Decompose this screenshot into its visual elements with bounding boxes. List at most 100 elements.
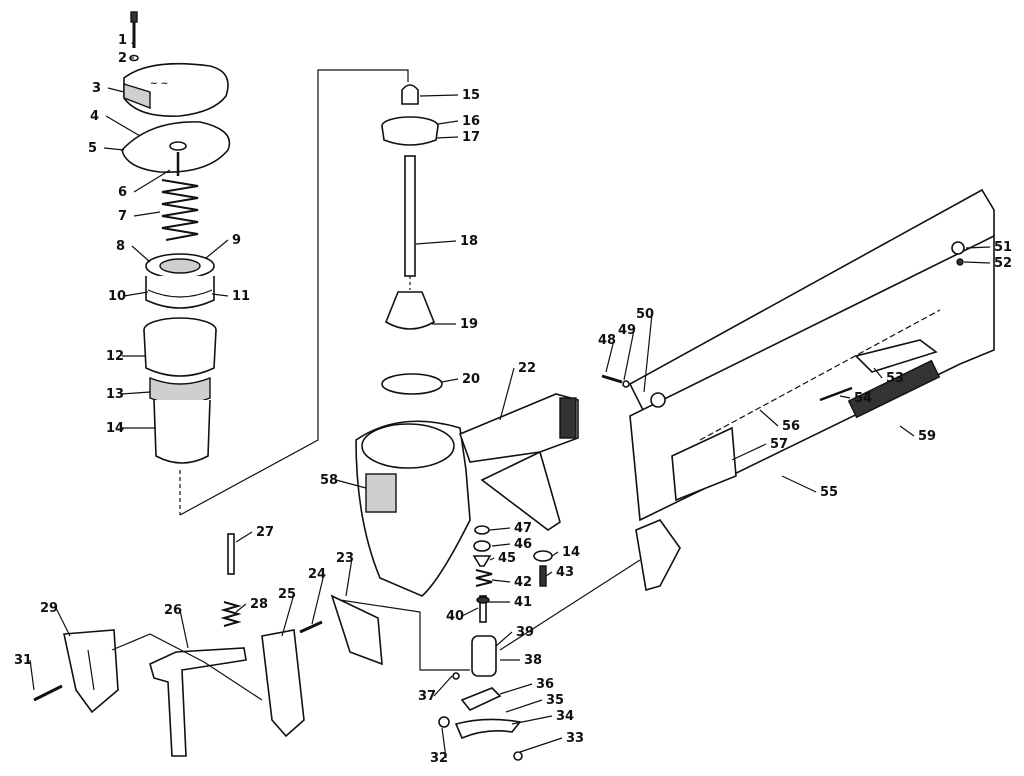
part-43-screw (539, 565, 547, 587)
callout-31: 31 (14, 653, 32, 668)
leader-58 (335, 479, 367, 489)
part-12-cylinder (143, 329, 217, 377)
leader-20 (441, 378, 459, 383)
leader-48 (605, 339, 615, 373)
part-33-pin (513, 751, 523, 761)
callout-28: 28 (250, 597, 268, 612)
callout-25: 25 (278, 587, 296, 602)
callout-36: 36 (536, 677, 554, 692)
part-28-spring (220, 601, 242, 627)
callout-5: 5 (88, 141, 97, 156)
callout-33: 33 (566, 731, 584, 746)
leader-lower-1 (339, 599, 470, 671)
callout-37: 37 (418, 689, 436, 704)
leader-35 (505, 699, 543, 713)
callout-48: 48 (598, 333, 616, 348)
nose-parts (33, 533, 383, 757)
part-47-oring (474, 525, 490, 535)
leader-59 (899, 425, 915, 437)
leader-11 (211, 293, 229, 297)
callout-2: 2 (118, 51, 127, 66)
leader-50 (643, 313, 653, 393)
leader-3 (107, 87, 125, 93)
leader-c14b (551, 551, 559, 557)
leader-23 (345, 557, 353, 597)
leader-34 (511, 715, 553, 725)
leader-lower-2 (111, 633, 263, 701)
part-17-piston-body (381, 125, 439, 146)
leader-27 (235, 531, 253, 543)
leader-18 (415, 240, 457, 245)
leader-10 (123, 291, 149, 297)
callout-59: 59 (918, 429, 936, 444)
callout-54: 54 (854, 391, 872, 406)
driver-assembly (381, 84, 443, 395)
part-15-nut (401, 84, 419, 105)
callout-38: 38 (524, 653, 542, 668)
part-9-ring-inner (159, 258, 201, 274)
part-19-bumper (385, 291, 435, 330)
part-37-pin (452, 672, 460, 680)
housing (355, 393, 579, 597)
callout-35: 35 (546, 693, 564, 708)
leader-22 (499, 367, 515, 421)
callout-55: 55 (820, 485, 838, 500)
callout-53: 53 (886, 371, 904, 386)
leader-7 (133, 211, 161, 217)
part-22-handle (458, 393, 579, 463)
part-46-washer (473, 540, 491, 552)
callout-26: 26 (164, 603, 182, 618)
leader-53 (873, 367, 883, 379)
part-49-washer (622, 380, 630, 388)
part-36-trigger (460, 687, 502, 711)
callout-46: 46 (514, 537, 532, 552)
leader-29 (55, 607, 71, 637)
leader-42 (491, 579, 511, 583)
part-52-washer (956, 258, 964, 266)
callout-23: 23 (336, 551, 354, 566)
part-29-slot (87, 649, 95, 691)
leader-39 (495, 631, 513, 647)
callout-11: 11 (232, 289, 250, 304)
leader-13 (121, 391, 151, 395)
callout-17: 17 (462, 130, 480, 145)
leader-lower-3 (499, 559, 641, 651)
callout-42: 42 (514, 575, 532, 590)
leader-40 (461, 607, 479, 617)
leader-45 (489, 557, 495, 561)
part-32-pin (438, 716, 450, 728)
leader-57 (731, 443, 767, 461)
part-24-screw (299, 620, 323, 634)
part-20-washer (381, 373, 443, 395)
callout-14: 14 (106, 421, 124, 436)
callout-40: 40 (446, 609, 464, 624)
callout-8: 8 (116, 239, 125, 254)
leader-17 (435, 136, 459, 139)
callout-41: 41 (514, 595, 532, 610)
callout-52: 52 (994, 256, 1012, 271)
leader-24 (311, 573, 325, 625)
leader-47 (489, 527, 511, 531)
callout-56: 56 (782, 419, 800, 434)
cap-assembly: ~ ~ (121, 11, 231, 515)
part-59-label-strip (847, 359, 941, 419)
leader-52 (963, 261, 991, 264)
leader-46 (491, 543, 511, 547)
part-42-spring (475, 569, 493, 587)
part-39-trigger-valve (471, 635, 497, 677)
callout-27: 27 (256, 525, 274, 540)
callout-47: 47 (514, 521, 532, 536)
leader-5 (103, 147, 125, 151)
part-31-screw (33, 684, 63, 702)
callout-13: 13 (106, 387, 124, 402)
leader-54 (839, 395, 851, 399)
part-27-pin (227, 533, 235, 575)
housing-top-opening (361, 423, 455, 469)
leader-25 (281, 593, 295, 637)
part-10-piston (145, 276, 215, 309)
leader-28 (235, 603, 247, 613)
part-56-spring-rod (699, 309, 941, 441)
part-3-cap-side (123, 83, 151, 110)
leader-51 (965, 246, 991, 249)
